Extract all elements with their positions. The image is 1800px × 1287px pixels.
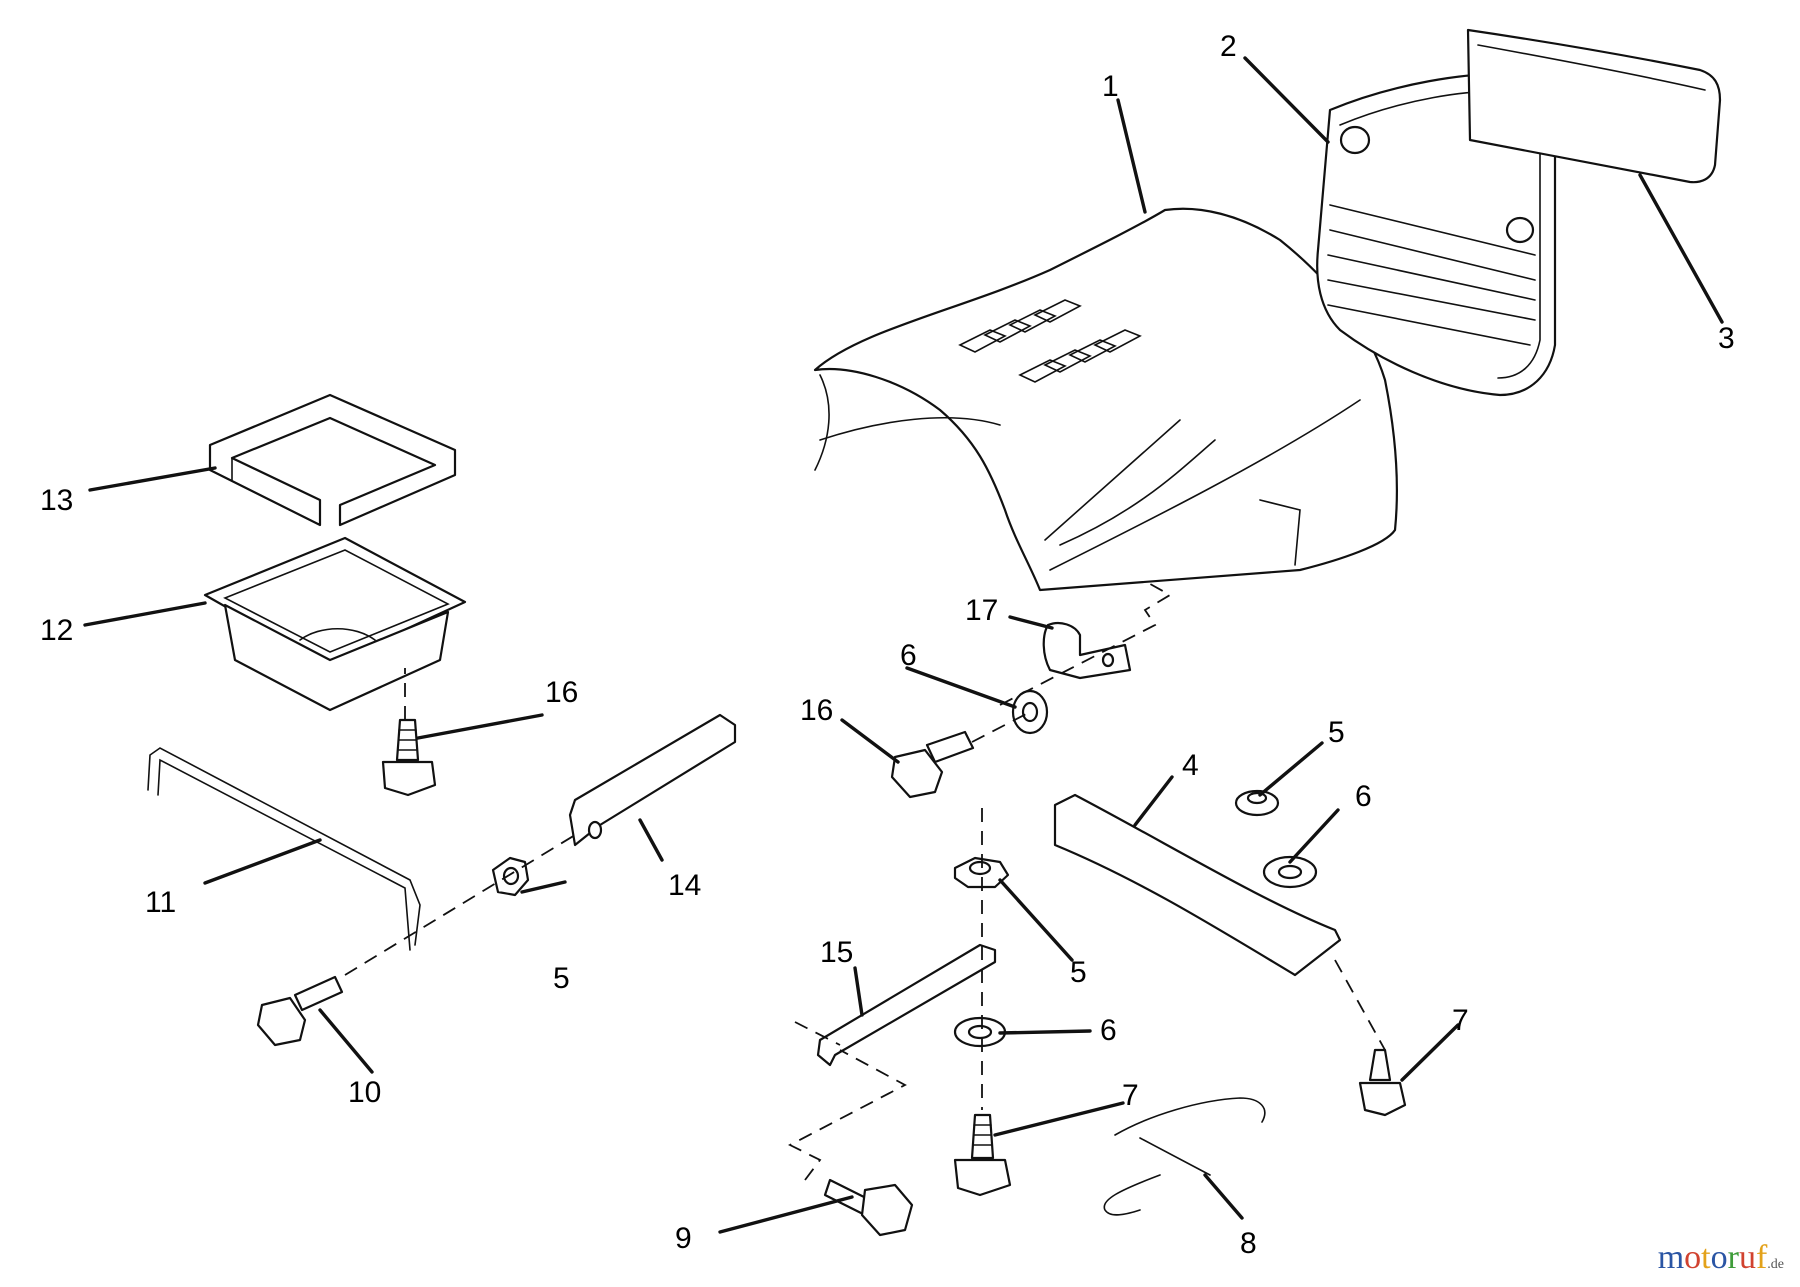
bracket-part-14 bbox=[568, 713, 737, 847]
hood-part-1 bbox=[813, 207, 1399, 592]
callout-17: 17 bbox=[965, 594, 998, 627]
clip-part-17 bbox=[1042, 621, 1132, 680]
callout-6-right: 6 bbox=[1355, 780, 1372, 813]
washer-part-6a bbox=[1011, 689, 1049, 735]
bolt-part-16a bbox=[381, 718, 437, 797]
bolt-part-7a bbox=[1358, 1048, 1407, 1117]
nut-part-5c bbox=[491, 856, 530, 897]
tray-part-12 bbox=[203, 536, 467, 712]
leader-lines bbox=[83, 56, 1724, 1234]
bolt-part-7b bbox=[953, 1113, 1012, 1197]
callout-12: 12 bbox=[40, 614, 73, 647]
washer-part-6b bbox=[1262, 855, 1318, 889]
callout-5-left: 5 bbox=[553, 962, 570, 995]
callout-8: 8 bbox=[1240, 1227, 1257, 1260]
callout-10: 10 bbox=[348, 1076, 381, 1109]
emblem-part-3 bbox=[1466, 28, 1722, 184]
callout-7-bottom: 7 bbox=[1122, 1079, 1139, 1112]
washer-part-5a bbox=[1234, 789, 1280, 817]
callout-15: 15 bbox=[820, 936, 853, 969]
callout-16-left: 16 bbox=[545, 676, 578, 709]
callout-3: 3 bbox=[1718, 322, 1735, 355]
callout-5-top: 5 bbox=[1328, 716, 1345, 749]
callout-6-top: 6 bbox=[900, 639, 917, 672]
callout-2: 2 bbox=[1220, 30, 1237, 63]
strap-part-15 bbox=[816, 943, 997, 1067]
watermark-r: r bbox=[1727, 1239, 1739, 1276]
watermark-o2: o bbox=[1710, 1239, 1728, 1276]
callout-16-right: 16 bbox=[800, 694, 833, 727]
callout-1: 1 bbox=[1102, 70, 1119, 103]
callout-9: 9 bbox=[675, 1222, 692, 1255]
frame-part-13 bbox=[208, 393, 457, 527]
callout-6-bottom: 6 bbox=[1100, 1014, 1117, 1047]
watermark-logo: motoruf.de bbox=[1658, 1239, 1784, 1277]
rod-part-11 bbox=[147, 747, 421, 951]
watermark-u: u bbox=[1738, 1239, 1756, 1276]
bolt-part-16b bbox=[890, 730, 975, 799]
bolt-part-10 bbox=[256, 975, 344, 1047]
callout-11: 11 bbox=[145, 886, 176, 919]
watermark-domain: .de bbox=[1767, 1257, 1784, 1272]
hood-vents bbox=[958, 299, 1142, 383]
watermark-o1: o bbox=[1684, 1239, 1702, 1276]
callout-7-right: 7 bbox=[1452, 1004, 1469, 1037]
panel-part-4 bbox=[1053, 793, 1342, 977]
watermark-m: m bbox=[1657, 1239, 1685, 1276]
callout-13: 13 bbox=[40, 484, 73, 517]
washer-part-6c bbox=[953, 1016, 1007, 1048]
bolt-part-9 bbox=[823, 1178, 914, 1237]
watermark-t: t bbox=[1701, 1239, 1711, 1276]
assembly-lines bbox=[344, 579, 1386, 1181]
watermark-f: f bbox=[1755, 1239, 1768, 1276]
callout-14: 14 bbox=[668, 869, 701, 902]
callout-5-middle: 5 bbox=[1070, 956, 1087, 989]
callout-labels: 1 2 3 4 5 5 5 6 6 6 7 7 8 9 10 11 12 13 … bbox=[40, 30, 1735, 1260]
callout-4: 4 bbox=[1182, 749, 1199, 782]
wire-clip-part-8 bbox=[1103, 1097, 1266, 1216]
